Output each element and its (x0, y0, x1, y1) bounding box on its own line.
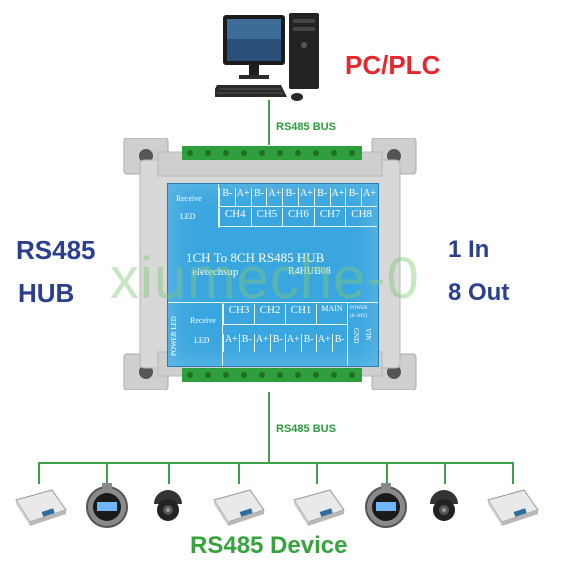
vin-label: VIN (364, 328, 372, 340)
pin-label: A+ (316, 334, 332, 352)
pin-label: A+ (235, 188, 251, 206)
pin-label: B- (332, 334, 348, 352)
top-channel-row: CH4 CH5 CH6 CH7 CH8 (219, 208, 377, 227)
pin-label: A+ (298, 188, 314, 206)
drop-line (512, 462, 514, 484)
weighing-scale-icon (290, 486, 346, 528)
receive-bottom-label: Receive (190, 316, 216, 325)
rs485-device-label: RS485 Device (190, 532, 347, 560)
drop-line (168, 462, 170, 484)
gnd-label: GND (352, 328, 360, 343)
rs485-label: RS485 (16, 235, 96, 266)
channel-label: CH6 (282, 208, 314, 226)
drop-line (444, 462, 446, 484)
weighing-scale-icon (210, 486, 266, 528)
pin-label: B- (270, 334, 286, 352)
drop-line (106, 462, 108, 484)
pin-label: B- (314, 188, 330, 206)
bus-label-top: RS485 BUS (276, 121, 336, 133)
bus-line-horizontal (38, 462, 514, 464)
pin-label: B- (301, 334, 317, 352)
receive-top-label: Receive (176, 194, 202, 203)
digital-meter-icon (363, 483, 409, 531)
dome-camera-icon (150, 490, 186, 524)
drop-line (386, 462, 388, 484)
led-bottom-label: LED (194, 336, 210, 345)
bottom-pin-row: A+ B- A+ B- A+ B- A+ B- (223, 334, 347, 352)
pin-label: A+ (285, 334, 301, 352)
power-led-label: POWER LED (170, 308, 178, 364)
watermark: xiumeche-0 (110, 245, 420, 312)
top-pin-row: B- A+ B- A+ B- A+ B- A+ B- A+ (219, 188, 377, 207)
pin-label: B- (345, 188, 361, 206)
channel-label: CH8 (345, 208, 377, 226)
pin-label: B- (219, 188, 235, 206)
dome-camera-icon (426, 490, 462, 524)
weighing-scale-icon (12, 486, 68, 528)
weighing-scale-icon (484, 486, 540, 528)
hub-label: HUB (18, 278, 74, 309)
pc-icon (215, 5, 335, 105)
drop-line (238, 462, 240, 484)
drop-line (316, 462, 318, 484)
pin-label: A+ (266, 188, 282, 206)
bus-line-bottom (268, 392, 270, 462)
channel-label: CH5 (251, 208, 283, 226)
pin-label: B- (282, 188, 298, 206)
bus-label-bottom: RS485 BUS (276, 423, 336, 435)
led-top-label: LED (180, 212, 196, 221)
one-in-label: 1 In (448, 236, 489, 264)
drop-line (38, 462, 40, 484)
pin-label: A+ (254, 334, 270, 352)
pin-label: A+ (223, 334, 239, 352)
pin-label: B- (251, 188, 267, 206)
channel-label: CH4 (219, 208, 251, 226)
pin-label: A+ (330, 188, 346, 206)
pin-label: A+ (361, 188, 377, 206)
pc-plc-label: PC/PLC (345, 50, 440, 81)
power-range: (6~30V) (350, 314, 367, 319)
digital-meter-icon (84, 483, 130, 531)
eight-out-label: 8 Out (448, 279, 509, 307)
pin-label: B- (239, 334, 255, 352)
channel-label: CH7 (314, 208, 346, 226)
